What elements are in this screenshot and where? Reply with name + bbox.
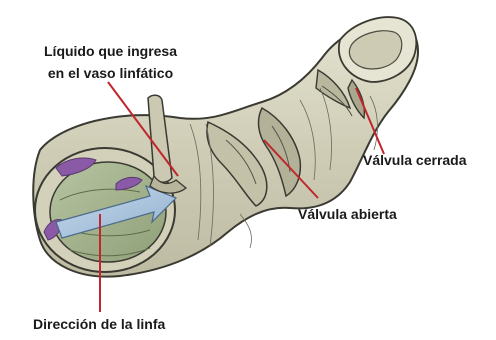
label-inflow-line1: Líquido que ingresa (44, 40, 177, 62)
label-open-valve: Válvula abierta (298, 203, 397, 225)
label-fluid-entering-vessel: Líquido que ingresa en el vaso linfático (44, 40, 177, 84)
label-inflow-line2: en el vaso linfático (44, 62, 177, 84)
label-lymph-direction: Dirección de la linfa (33, 313, 165, 335)
label-closed-valve: Válvula cerrada (363, 149, 467, 171)
